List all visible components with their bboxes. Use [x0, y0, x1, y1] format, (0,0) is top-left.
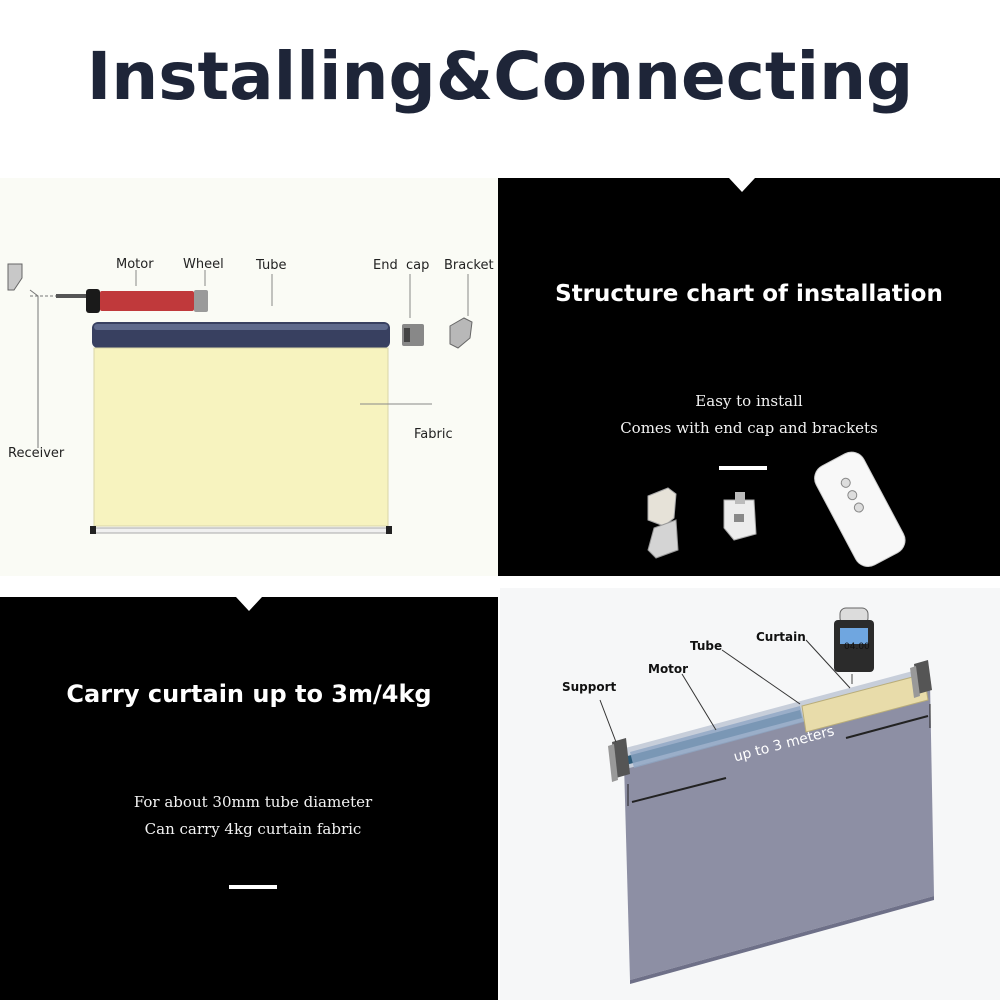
roller-blind-diagram [7, 263, 473, 534]
receiver-leader [29, 289, 39, 448]
notch-marker [729, 178, 755, 192]
divider-bar [719, 466, 767, 470]
curtain-leader [805, 639, 851, 689]
motor-icon [56, 289, 208, 313]
scale-reading: 04.00 [844, 642, 870, 652]
page-title: Installing&Connecting [86, 38, 914, 115]
motor-body [630, 706, 804, 768]
label-tube: Tube [256, 258, 287, 273]
end-cap-accessory-icon [647, 487, 679, 559]
right-bracket-icon [449, 317, 473, 349]
hanging-scale-icon [834, 607, 874, 684]
label-fabric: Fabric [414, 427, 453, 442]
load-diagram-panel: Support Motor Tube Curtain 04.00 up to 3… [500, 588, 1000, 1000]
tube-leader [721, 649, 801, 705]
fabric-roll [801, 673, 929, 733]
end-cap-icon [402, 324, 424, 346]
label-motor: Motor [116, 257, 154, 272]
structure-heading: Structure chart of installation [555, 281, 943, 307]
curtain-sheet [624, 682, 934, 980]
bottom-rail [91, 527, 391, 534]
structure-line-1: Easy to install [695, 392, 803, 410]
bracket-accessory-icon [723, 492, 757, 541]
dimension-right [845, 715, 929, 739]
notch-marker [236, 597, 262, 611]
dimension-left [631, 777, 727, 803]
label-curtain: Curtain [756, 630, 806, 644]
accessories-illustration [647, 451, 906, 567]
carry-line-1: For about 30mm tube diameter [133, 793, 373, 811]
label-receiver: Receiver [8, 446, 65, 461]
right-support-icon [910, 660, 932, 698]
carry-panel: Carry curtain up to 3m/4kg For about 30m… [0, 597, 498, 1000]
label-end-cap: End cap [373, 258, 430, 273]
label-wheel: Wheel [183, 257, 224, 272]
support-leader [599, 699, 617, 743]
label-motor: Motor [648, 662, 689, 676]
load-illustration [599, 607, 934, 984]
left-support-icon [608, 738, 630, 782]
label-tube: Tube [690, 639, 723, 653]
fabric-shape [93, 347, 389, 527]
structure-line-2: Comes with end cap and brackets [620, 419, 878, 437]
remote-control-icon [814, 451, 906, 567]
label-support: Support [562, 680, 617, 694]
left-bracket-icon [7, 263, 23, 291]
carry-heading: Carry curtain up to 3m/4kg [66, 680, 432, 708]
label-bracket: Bracket [444, 258, 494, 273]
installation-diagram-panel: Motor Wheel Tube End cap Bracket Receive… [0, 178, 498, 576]
motor-leader [681, 673, 717, 731]
carry-line-2: Can carry 4kg curtain fabric [144, 820, 362, 838]
structure-panel: Structure chart of installation Easy to … [498, 178, 1000, 576]
divider-bar [229, 885, 277, 889]
